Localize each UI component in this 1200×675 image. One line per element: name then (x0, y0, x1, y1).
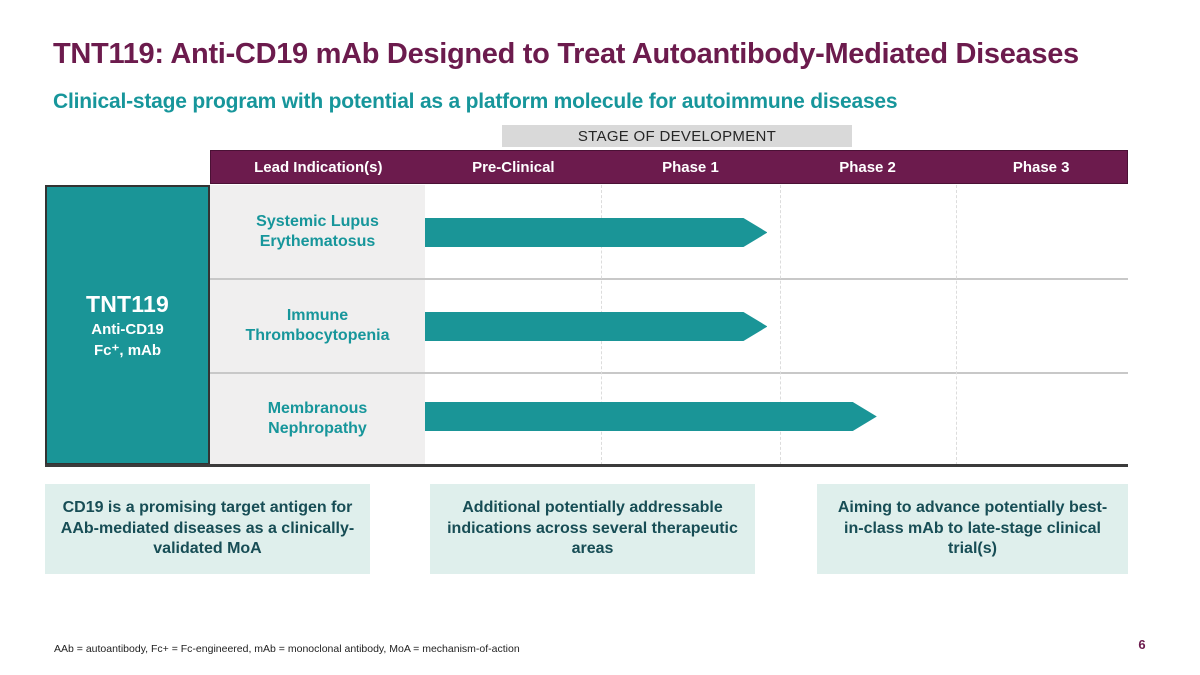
highlight-box-additional-indications: Additional potentially addressable indic… (430, 484, 755, 574)
indication-label-mn: Membranous Nephropathy (210, 373, 425, 465)
phase-gridline (956, 185, 957, 465)
footnote-abbreviations: AAb = autoantibody, Fc+ = Fc-engineered,… (54, 643, 520, 655)
indication-line: Membranous (267, 400, 368, 417)
pipeline-grid: TNT119 Anti-CD19 Fc⁺, mAb Systemic Lupus… (45, 185, 1128, 465)
baseline-rule (45, 464, 1128, 467)
column-header-phase-2: Phase 2 (839, 158, 896, 176)
page-title: TNT119: Anti-CD19 mAb Designed to Treat … (53, 38, 1079, 70)
progress-arrow-sle (425, 218, 767, 247)
program-name: TNT119 (85, 291, 169, 317)
column-header-phase-1: Phase 1 (662, 158, 719, 176)
pipeline-header-row: Lead Indication(s) Pre-Clinical Phase 1 … (210, 150, 1128, 184)
progress-arrow-itp (425, 312, 767, 341)
highlight-box-cd19-target: CD19 is a promising target antigen for A… (45, 484, 370, 574)
stage-of-development-header: STAGE OF DEVELOPMENT (502, 125, 852, 147)
indication-line: Thrombocytopenia (245, 327, 390, 344)
indication-line: Systemic Lupus (256, 213, 379, 230)
page-number: 6 (1138, 637, 1146, 652)
indication-label-itp: Immune Thrombocytopenia (210, 279, 425, 373)
highlight-box-late-stage: Aiming to advance potentially best-in-cl… (817, 484, 1128, 574)
program-modality: Fc⁺, mAb (93, 342, 162, 359)
column-header-lead-indications: Lead Indication(s) (254, 158, 383, 176)
indication-line: Immune (286, 307, 349, 324)
column-header-pre-clinical: Pre-Clinical (472, 158, 555, 176)
column-header-phase-3: Phase 3 (1012, 158, 1070, 176)
phase-gridline (780, 185, 781, 465)
indication-column-background (210, 185, 425, 465)
indication-label-sle: Systemic Lupus Erythematosus (210, 185, 425, 279)
page-subtitle: Clinical-stage program with potential as… (53, 90, 898, 113)
program-target: Anti-CD19 (91, 321, 164, 338)
row-divider (210, 278, 1128, 280)
progress-arrow-mn (425, 402, 877, 431)
row-divider (210, 372, 1128, 374)
indication-line: Nephropathy (268, 420, 367, 437)
program-card-tnt119: TNT119 Anti-CD19 Fc⁺, mAb (45, 185, 210, 465)
indication-line: Erythematosus (259, 233, 376, 250)
